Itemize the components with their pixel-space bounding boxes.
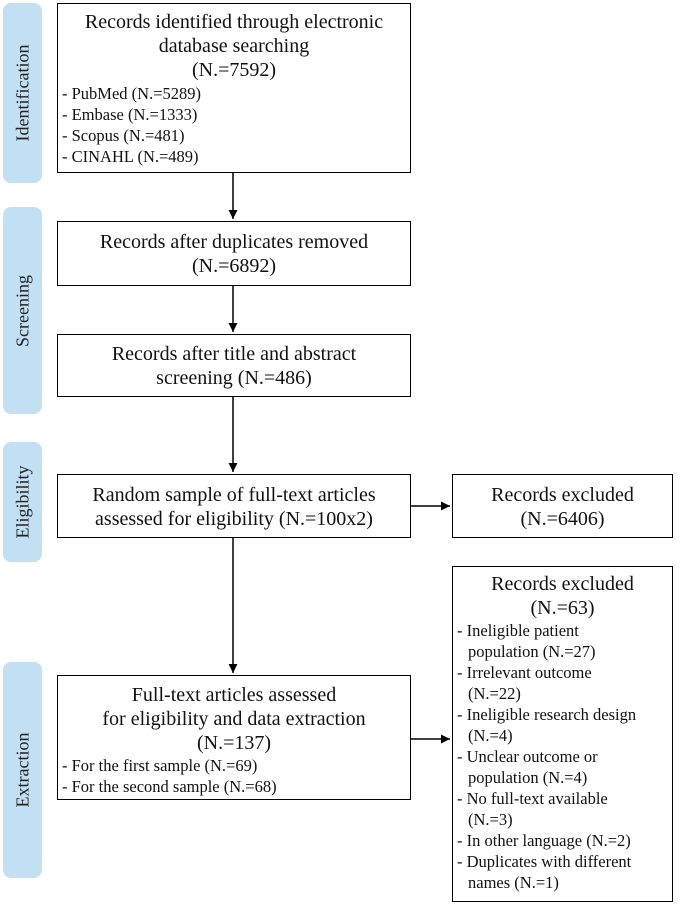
exclusion-reason: (N.=3) — [468, 810, 513, 829]
identified-source: - Embase (N.=1333) — [62, 105, 198, 124]
title-abstract-line1: Records after title and abstract — [111, 343, 357, 365]
exclusion-reason: (N.=22) — [468, 684, 521, 703]
fulltext-sample-item: - For the second sample (N.=68) — [62, 777, 277, 796]
excluded-1-line1: Records excluded — [491, 484, 634, 506]
exclusion-reason: population (N.=4) — [468, 768, 588, 787]
title-abstract-line2: screening (N.=486) — [156, 367, 312, 389]
fulltext-count: (N.=137) — [196, 732, 272, 754]
identified-source: - Scopus (N.=481) — [62, 126, 185, 145]
dedup-box: Records after duplicates removed (N.=689… — [57, 221, 411, 286]
identified-source: - PubMed (N.=5289) — [62, 84, 202, 103]
identified-source: - CINAHL (N.=489) — [62, 147, 199, 166]
title-abstract-box: Records after title and abstract screeni… — [57, 334, 411, 397]
exclusion-reason: - In other language (N.=2) — [457, 831, 631, 850]
stage-identification: Identification — [3, 3, 42, 183]
exclusion-reason: (N.=4) — [468, 726, 513, 745]
exclusion-reason: names (N.=1) — [468, 873, 559, 892]
excluded-2-title: Records excluded — [491, 573, 634, 595]
excluded-1-line2: (N.=6406) — [520, 508, 605, 530]
stage-extraction: Extraction — [3, 662, 42, 878]
random-sample-box: Random sample of full-text articles asse… — [57, 474, 411, 538]
random-sample-line2: assessed for eligibility (N.=100x2) — [95, 508, 373, 530]
fulltext-line2: for eligibility and data extraction — [102, 708, 366, 730]
exclusion-reason: - No full-text available — [457, 789, 608, 808]
identified-count: (N.=7592) — [191, 59, 277, 81]
stage-screening: Screening — [3, 207, 42, 414]
stage-eligibility: Eligibility — [3, 442, 42, 562]
identified-title-line1: Records identified through electronic — [84, 11, 384, 33]
excluded-2-count: (N.=63) — [530, 597, 595, 619]
identified-box: Records identified through electronic da… — [57, 3, 411, 173]
fulltext-box: Full-text articles assessed for eligibil… — [57, 675, 411, 800]
exclusion-reason: - Unclear outcome or — [457, 747, 598, 766]
identified-title-line2: database searching — [158, 35, 310, 57]
random-sample-line1: Random sample of full-text articles — [92, 484, 376, 506]
dedup-line1: Records after duplicates removed — [99, 231, 369, 253]
exclusion-reason: - Ineligible research design — [457, 705, 637, 724]
fulltext-sample-item: - For the first sample (N.=69) — [62, 756, 258, 775]
dedup-line2: (N.=6892) — [191, 255, 277, 277]
excluded-box-2: Records excluded (N.=63) - Ineligible pa… — [452, 566, 673, 902]
exclusion-reason: - Duplicates with different — [457, 852, 632, 871]
exclusion-reason: - Ineligible patient — [457, 621, 579, 640]
excluded-box-1: Records excluded (N.=6406) — [452, 474, 673, 538]
exclusion-reason: population (N.=27) — [468, 642, 596, 661]
exclusion-reason: - Irrelevant outcome — [457, 663, 592, 682]
fulltext-line1: Full-text articles assessed — [131, 684, 337, 706]
